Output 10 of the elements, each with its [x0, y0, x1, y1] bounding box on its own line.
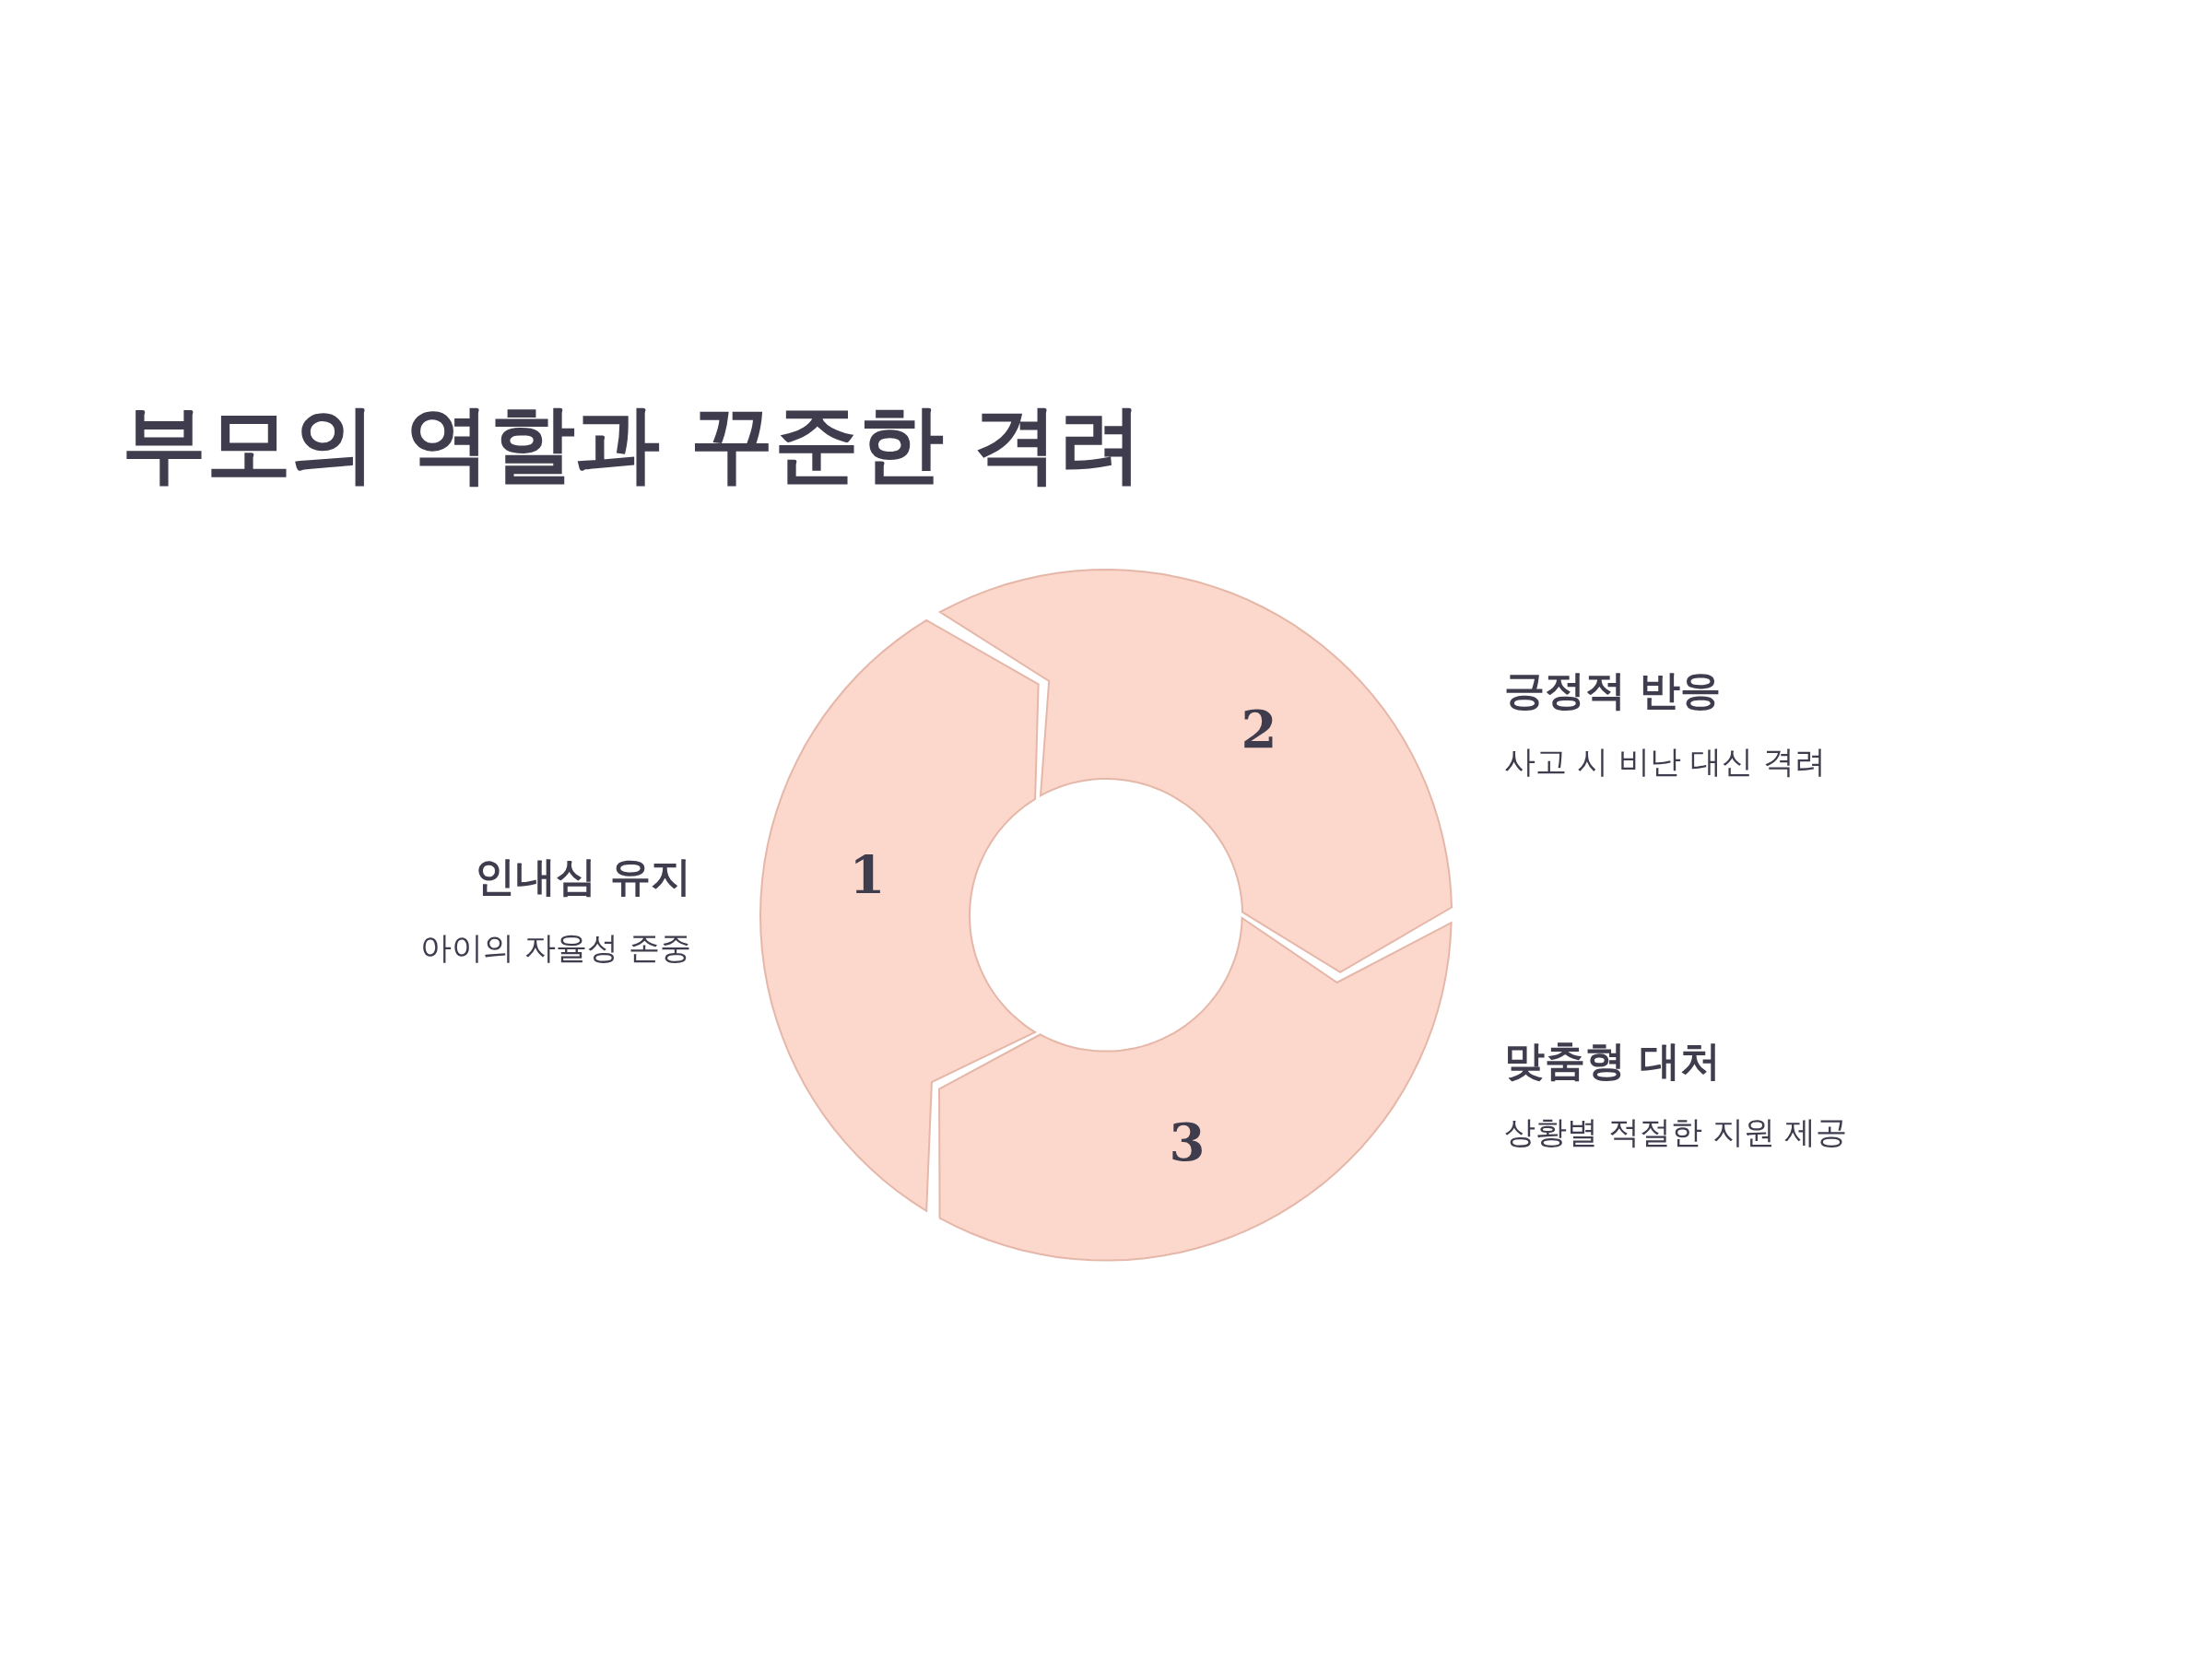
step-heading: 긍정적 반응: [1504, 665, 1722, 715]
step-description: 사고 시 비난 대신 격려: [1504, 742, 1827, 782]
step-number: 1: [849, 844, 886, 905]
step-description: 상황별 적절한 지원 제공: [1504, 1112, 1848, 1152]
step-number: 3: [1169, 1112, 1206, 1172]
step-description: 아이의 자율성 존중: [420, 928, 691, 968]
title: 부모의 역할과 꾸준한 격려: [122, 394, 1144, 495]
step-heading: 인내심 유지: [474, 852, 691, 901]
step-heading: 맞춤형 대처: [1504, 1036, 1722, 1086]
step-number: 2: [1241, 699, 1277, 759]
